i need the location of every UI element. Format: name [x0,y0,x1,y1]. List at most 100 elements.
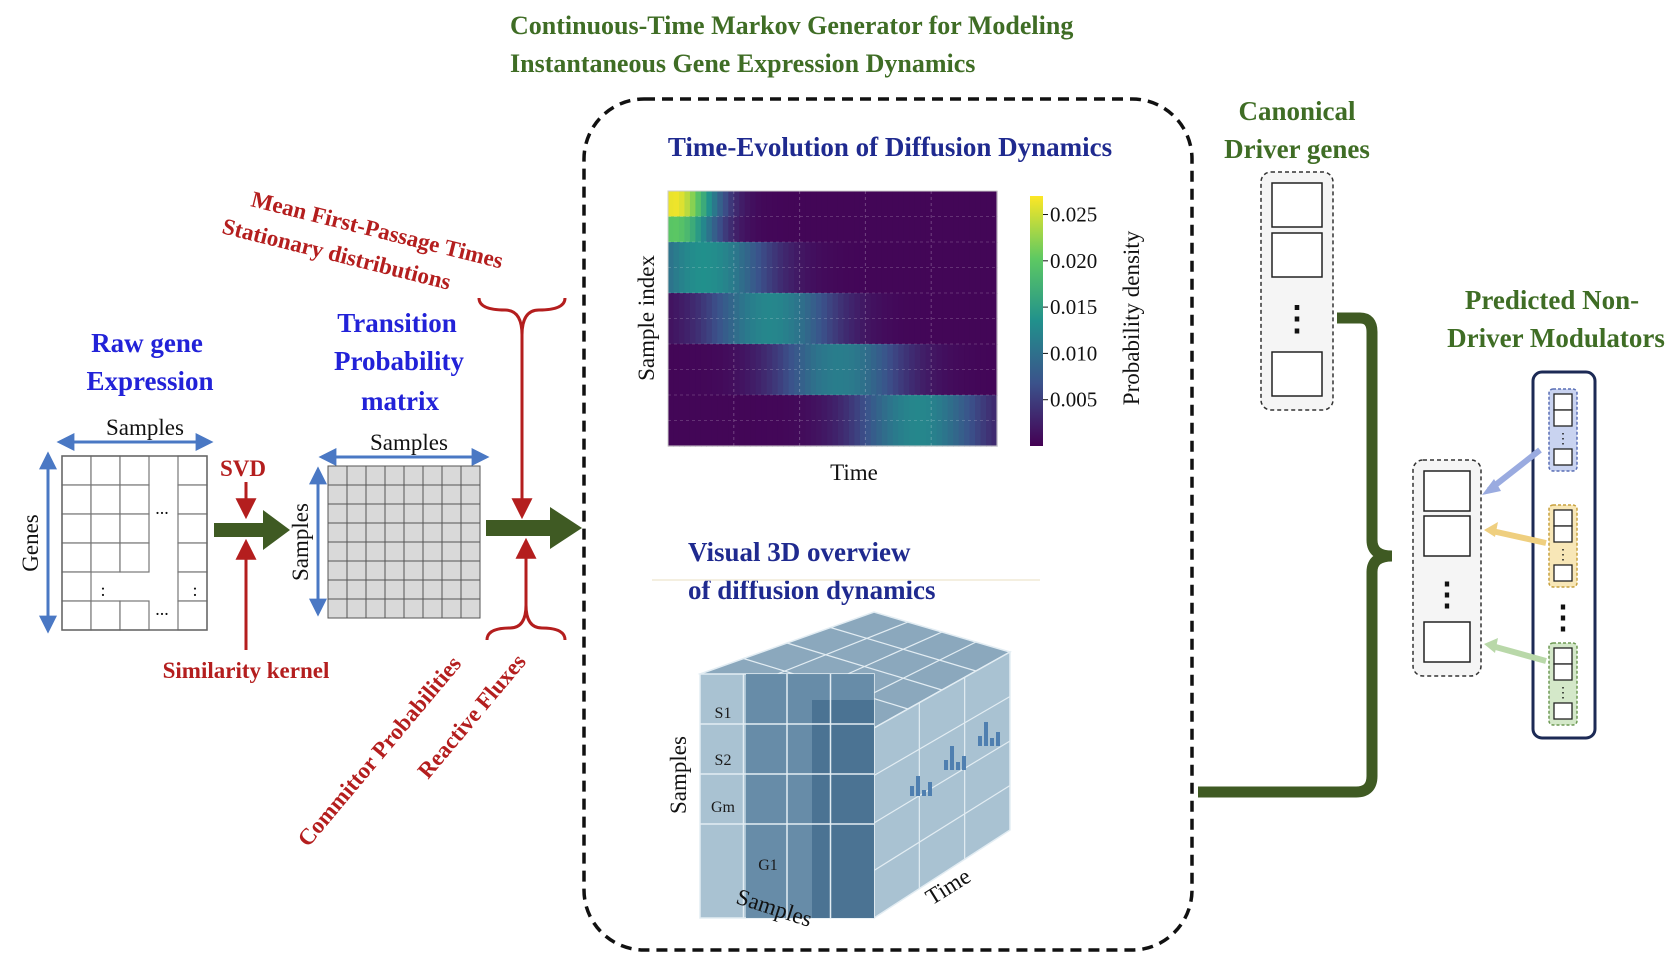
heatmap-cell [755,216,762,243]
heatmap-cell [991,344,998,371]
heatmap-cell [816,344,823,371]
heatmap-cell [827,242,834,269]
raw-expression-panel: Raw gene Expression Samples Genes ... ..… [18,328,214,634]
heatmap-cell [733,318,740,345]
heatmap-cell [777,369,784,396]
transition-cell [441,522,462,543]
heatmap-cell [816,267,823,294]
heatmap-cell [832,191,839,218]
heatmap-cell [848,344,856,371]
heatmap-cell [689,369,697,396]
heatmap-cell [969,420,976,447]
heatmap-cell [843,369,850,396]
heatmap-cell [821,267,828,294]
heatmap-cell [827,344,834,371]
heatmap-cell [717,293,724,320]
heatmap-cell [975,369,982,396]
heatmap-cell [755,242,762,269]
heatmap-cell [684,318,691,345]
transition-cell [422,465,443,486]
heatmap-cell [837,420,845,447]
heatmap-cell [969,395,976,422]
heatmap-cell [942,293,949,320]
heatmap-cell [739,267,746,294]
modulator-gene [1553,702,1573,720]
heatmap-cell [876,369,883,396]
heatmap-cell [805,420,812,447]
cube-cell-g1: G1 [758,857,778,874]
heatmap-cell [865,395,872,422]
heatmap-cell [794,293,801,320]
heatmap-cell [870,293,877,320]
heatmap-cell [673,216,680,243]
heatmap-cell [810,191,817,218]
cube-cell-s2: S2 [715,752,732,769]
transition-cell [403,503,424,524]
heatmap-cell [816,191,823,218]
heatmap-cell [695,216,702,243]
modulator-gene [1553,409,1573,427]
heatmap-cell [717,318,724,345]
raw-expression-ellipsis-h: ... [155,498,169,518]
heatmap-cell [673,318,680,345]
raw-matrix-cell [119,455,150,486]
heatmap-cell [706,216,713,243]
heatmap-frame [667,190,998,447]
heatmap-cell [706,293,713,320]
heatmap-cell [689,242,697,269]
heatmap-cell [854,267,861,294]
heatmap-x-label: Time [830,460,878,485]
heatmap-cell [947,267,954,294]
heatmap-cell [695,344,702,371]
cube-bar-icon-2 [944,746,966,770]
heatmap-cell [920,242,927,269]
heatmap-cell [942,242,949,269]
heatmap-cell [700,293,707,320]
heatmap-cell [843,344,850,371]
colorbar-tick-label: 0.015 [1050,295,1097,319]
transition-cell [327,560,348,581]
transition-cell [365,522,386,543]
transition-cell [403,484,424,505]
canonical-gene-1 [1271,182,1323,228]
heatmap-cell [920,395,927,422]
heatmap-cell [733,242,740,269]
raw-matrix-cell [61,542,92,573]
heatmap-cell [684,369,691,396]
heatmap-cell [744,344,751,371]
heatmap-cell [706,242,713,269]
heatmap-cell [964,267,971,294]
heatmap-cell [975,216,982,243]
heatmap-cell [832,242,839,269]
heatmap-cell [816,395,823,422]
heatmap-cell [865,420,872,447]
heatmap-cell [947,369,954,396]
predicted-dots: ⋮ [1431,576,1463,612]
heatmap-cell [936,420,943,447]
heatmap-cell [881,293,888,320]
heatmap-cell [689,267,697,294]
heatmap-cell [810,369,817,396]
heatmap-cell [837,344,845,371]
heatmap-cell [794,191,801,218]
heatmap-cell [865,293,872,320]
transition-cell [422,522,443,543]
heatmap-cell [744,216,751,243]
heatmap-cell [668,267,675,294]
transition-cell [327,522,348,543]
heatmap-cell [991,242,998,269]
heatmap-cell [827,318,834,345]
heatmap-cell [964,242,971,269]
transition-cell [422,484,443,505]
heatmap-cell [750,216,757,243]
heatmap-cell [958,369,965,396]
heatmap-cell [816,242,823,269]
colorbar [1030,196,1043,446]
transition-cell [365,484,386,505]
modulator-gene [1553,564,1573,582]
heatmap-cell [881,369,888,396]
cube-3d: S1 S2 Gm G1 Samples Samples Time [666,611,1012,932]
heatmap-cell [761,318,768,345]
raw-matrix-cell [90,513,121,544]
heatmap-cell [788,344,795,371]
